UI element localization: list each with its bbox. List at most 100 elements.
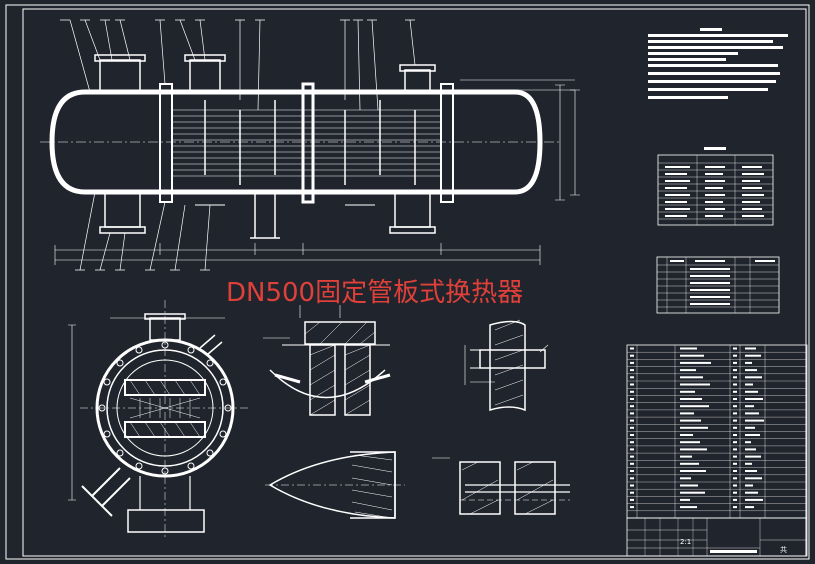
parts-cell-text [733,376,737,379]
parts-cell-text [733,498,737,501]
parts-cell-text [630,455,634,458]
parts-cell-text [680,491,705,494]
parts-cell-text [733,419,737,422]
parts-cell-text [680,484,698,487]
title-block-scale: 2:1 [680,538,692,546]
parts-cell-text [680,434,693,436]
parts-cell-text [630,462,634,465]
parts-cell-text [680,369,696,372]
parts-cell-text [680,441,700,444]
parts-cell-text [745,419,764,422]
parts-cell-text [630,426,634,429]
parts-cell-text [733,448,737,451]
detail-tie-rod [459,461,570,515]
parts-cell-text [733,405,737,408]
parts-cell-text [745,484,753,487]
title-block [626,517,808,557]
parts-cell-text [680,506,697,509]
parts-cell-text [733,506,737,509]
parts-cell-text [680,405,709,408]
parts-cell-text [745,470,757,472]
parts-cell-text [680,462,699,465]
parts-cell-text [733,369,737,372]
parts-cell-text [680,390,695,393]
parts-cell-text [745,441,751,444]
parts-cell-text [680,398,702,400]
parts-cell-text [733,383,737,386]
parts-cell-text [745,448,756,451]
parts-cell-text [680,361,711,364]
parts-cell-text [745,498,763,501]
parts-cell-text [630,470,634,472]
parts-cell-text [733,470,737,472]
parts-cell-text [680,419,701,422]
parts-cell-text [733,484,737,487]
parts-cell-text [745,462,752,465]
parts-cell-text [680,477,691,480]
parts-cell-text [745,506,754,509]
parts-cell-text [745,398,763,400]
parts-cell-text [630,498,634,501]
parts-cell-text [680,347,697,350]
parts-cell-text [630,506,634,509]
parts-cell-text [630,405,634,408]
parts-cell-text [745,390,758,393]
parts-cell-text [630,419,634,422]
parts-cell-text [733,434,737,436]
parts-cell-text [733,412,737,415]
parts-cell-text [745,455,761,458]
parts-cell-text [680,448,707,451]
title-block-sheet: 共 [780,546,787,554]
parts-cell-text [680,426,708,429]
parts-cell-text [630,441,634,444]
parts-cell-text [745,412,759,415]
parts-cell-text [630,354,634,357]
parts-cell-text [733,354,737,357]
parts-cell-text [733,347,737,350]
detail-flange-section [263,305,391,416]
parts-cell-text [630,347,634,350]
parts-cell-text [745,477,762,480]
parts-cell-text [630,398,634,400]
parts-cell-text [733,398,737,400]
parts-cell-text [630,383,634,386]
detail-tube-joint [464,319,549,412]
parts-cell-text [630,434,634,436]
parts-cell-text [680,376,703,379]
parts-cell-text [630,390,634,393]
parts-cell-text [733,441,737,444]
drawing-title: DN500固定管板式换热器 [226,278,524,308]
main-elevation-view [40,19,580,271]
design-data-table [657,147,774,226]
parts-cell-text [630,369,634,372]
parts-cell-text [745,361,752,364]
parts-cell-text [630,477,634,480]
parts-cell-text [630,448,634,451]
detail-cone [265,451,450,519]
parts-cell-text [680,498,690,501]
parts-cell-text [745,376,762,379]
parts-cell-text [745,434,760,436]
parts-cell-text [745,347,756,350]
parts-cell-text [745,369,757,372]
parts-cell-text [745,491,758,494]
parts-cell-text [745,354,761,357]
parts-cell-text [745,405,754,408]
technical-requirements-block [648,28,788,99]
parts-cell-text [733,426,737,429]
parts-cell-text [733,361,737,364]
parts-cell-text [680,455,692,458]
parts-cell-text [745,426,755,429]
parts-cell-text [680,412,694,415]
nozzle-table [656,256,780,314]
parts-cell-text [733,390,737,393]
parts-cell-text [630,412,634,415]
parts-cell-text [733,491,737,494]
parts-cell-text [733,477,737,480]
parts-cell-text [733,455,737,458]
parts-cell-text [630,376,634,379]
parts-cell-text [680,354,704,357]
parts-cell-text [745,383,753,386]
parts-cell-text [630,491,634,494]
